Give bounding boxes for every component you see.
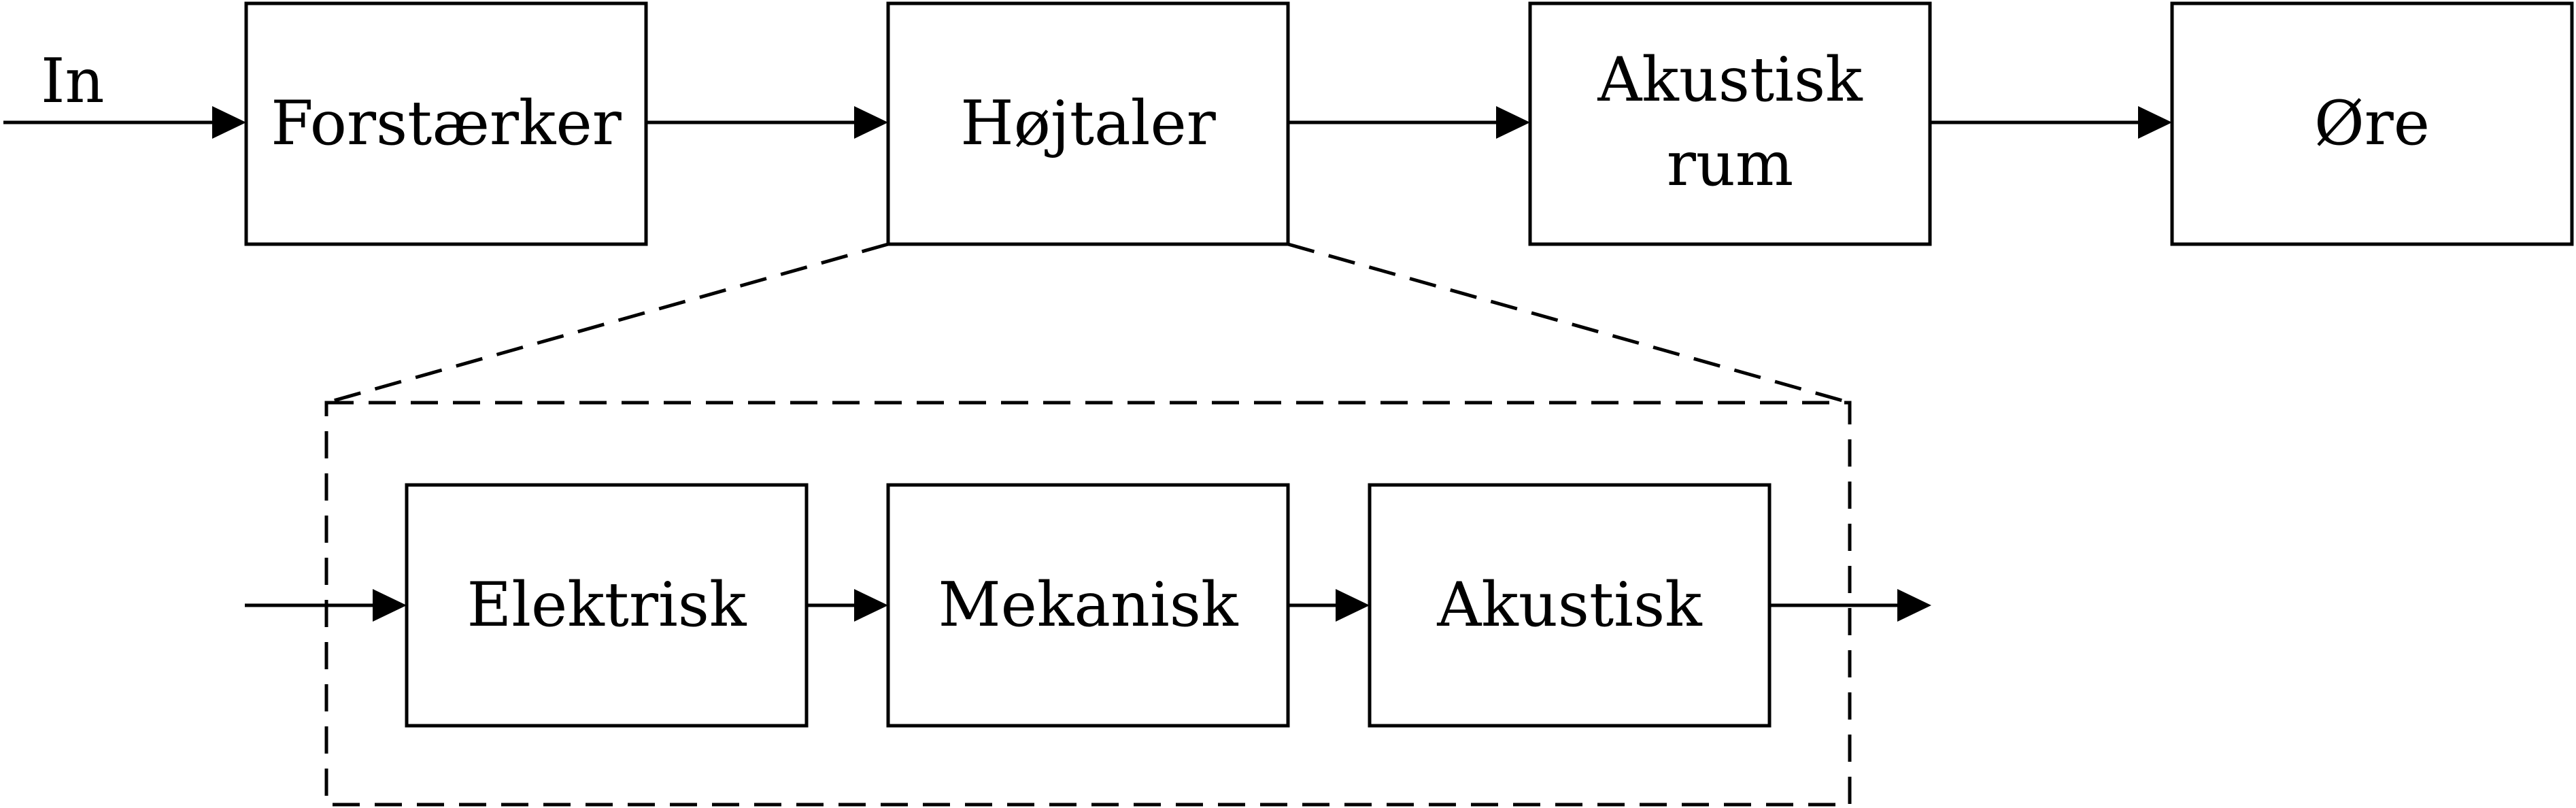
arrowhead-elektrisk-mekanisk — [854, 589, 888, 622]
block-hojtaler-label: Højtaler — [960, 88, 1216, 159]
block-elektrisk-label: Elektrisk — [467, 569, 747, 641]
arrowhead-forstaerker-hojtaler — [854, 106, 888, 139]
detail-output-arrowhead — [1897, 589, 1931, 622]
block-akustisk-rum-label-line1: Akustisk — [1597, 44, 1863, 116]
detail-input-arrowhead — [373, 589, 407, 622]
block-mekanisk-label: Mekanisk — [938, 569, 1239, 641]
block-hojtaler: Højtaler — [886, 1, 1290, 246]
block-ore: Øre — [2170, 1, 2574, 246]
input-label: In — [41, 46, 105, 117]
block-mekanisk: Mekanisk — [886, 483, 1290, 728]
block-akustisk-rum: Akustisk rum — [1528, 1, 1932, 246]
arrowhead-mekanisk-akustisk — [1336, 589, 1370, 622]
block-akustisk: Akustisk — [1368, 483, 1772, 728]
block-ore-label: Øre — [2314, 88, 2430, 159]
zoom-line-right — [1287, 242, 1850, 405]
block-forstaerker: Forstærker — [244, 1, 648, 246]
zoom-line-left — [326, 242, 889, 405]
block-elektrisk: Elektrisk — [405, 483, 809, 728]
input-arrowhead — [212, 106, 246, 139]
block-forstaerker-label: Forstærker — [271, 88, 622, 159]
arrowhead-hojtaler-akustisk-rum — [1496, 106, 1530, 139]
arrowhead-akustisk-rum-ore — [2138, 106, 2172, 139]
block-akustisk-label: Akustisk — [1436, 569, 1703, 641]
block-akustisk-rum-label-line2: rum — [1667, 129, 1793, 200]
